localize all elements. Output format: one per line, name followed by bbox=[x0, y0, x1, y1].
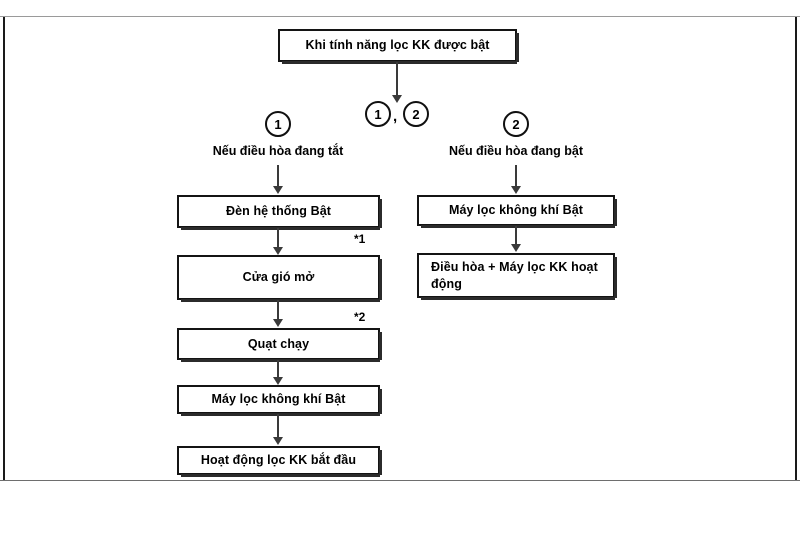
connector-left-3-4 bbox=[277, 360, 279, 378]
node-right-step-2: Điều hòa + Máy lọc KK hoạt động bbox=[417, 253, 617, 300]
node-start-box: Khi tính năng lọc KK được bật bbox=[278, 29, 519, 64]
node-start-label: Khi tính năng lọc KK được bật bbox=[305, 38, 490, 53]
branch-marker-circle-2: 2 bbox=[403, 101, 429, 127]
arrowhead-branch1-to-step1 bbox=[273, 186, 283, 194]
arrowhead-left-4-5 bbox=[273, 437, 283, 445]
box-shadow-right bbox=[379, 259, 382, 300]
box-shadow-bottom bbox=[421, 297, 615, 300]
arrowhead-left-1-2 bbox=[273, 247, 283, 255]
node-left-step-4: Máy lọc không khí Bật bbox=[177, 385, 382, 416]
node-right-step-2-label: Điều hòa + Máy lọc KK hoạt động bbox=[431, 259, 598, 291]
branch-marker-number-1: 1 bbox=[374, 106, 382, 122]
arrowhead-branch2-to-step1 bbox=[511, 186, 521, 194]
connector-left-1-2 bbox=[277, 228, 279, 248]
box-shadow-bottom bbox=[181, 359, 380, 362]
arrowhead-start-to-branch bbox=[392, 95, 402, 103]
node-right-step-1: Máy lọc không khí Bật bbox=[417, 195, 617, 228]
node-left-step-1-label: Đèn hệ thống Bật bbox=[225, 204, 332, 219]
box-shadow-bottom bbox=[181, 227, 380, 230]
branch-1-number: 1 bbox=[274, 116, 282, 132]
frame-right-border bbox=[795, 17, 797, 481]
node-left-step-5: Hoạt động lọc KK bắt đầu bbox=[177, 446, 382, 477]
box-shadow-right bbox=[379, 450, 382, 475]
note-marker-2: *2 bbox=[354, 310, 366, 324]
node-left-step-2-label: Cửa gió mở bbox=[242, 270, 315, 285]
connector-branch2-to-step1 bbox=[515, 165, 517, 187]
node-left-step-1: Đèn hệ thống Bật bbox=[177, 195, 382, 230]
branch-2-circle: 2 bbox=[503, 111, 529, 137]
frame-top-border bbox=[0, 16, 800, 17]
node-right-step-1-label: Máy lọc không khí Bật bbox=[448, 203, 584, 218]
box-shadow-right bbox=[379, 389, 382, 414]
node-left-step-3: Quạt chạy bbox=[177, 328, 382, 362]
box-shadow-right bbox=[379, 199, 382, 228]
branch-marker-comma: , bbox=[393, 108, 398, 125]
branch-2-number: 2 bbox=[512, 116, 520, 132]
node-left-step-4-label: Máy lọc không khí Bật bbox=[211, 392, 346, 407]
box-shadow-bottom bbox=[181, 474, 380, 477]
box-shadow-right bbox=[379, 332, 382, 360]
box-shadow-bottom bbox=[421, 225, 615, 228]
box-shadow-bottom bbox=[181, 413, 380, 416]
arrowhead-left-3-4 bbox=[273, 377, 283, 385]
node-left-step-2: Cửa gió mở bbox=[177, 255, 382, 302]
connector-start-to-branch bbox=[396, 62, 398, 96]
connector-left-2-3 bbox=[277, 300, 279, 320]
connector-right-1-2 bbox=[515, 226, 517, 245]
note-marker-1: *1 bbox=[354, 232, 366, 246]
frame-bottom-border bbox=[0, 480, 800, 481]
box-shadow-bottom bbox=[282, 61, 517, 64]
box-shadow-right bbox=[614, 257, 617, 298]
connector-branch1-to-step1 bbox=[277, 165, 279, 187]
arrowhead-left-2-3 bbox=[273, 319, 283, 327]
box-shadow-right bbox=[516, 33, 519, 62]
box-shadow-right bbox=[614, 199, 617, 226]
branch-2-condition-label: Nếu điều hòa đang bật bbox=[448, 144, 584, 158]
box-shadow-bottom bbox=[181, 299, 380, 302]
frame-left-border bbox=[3, 17, 5, 481]
connector-left-4-5 bbox=[277, 414, 279, 438]
branch-marker-number-2: 2 bbox=[412, 106, 420, 122]
node-left-step-5-label: Hoạt động lọc KK bắt đầu bbox=[200, 453, 357, 468]
branch-1-circle: 1 bbox=[265, 111, 291, 137]
node-left-step-3-label: Quạt chạy bbox=[247, 336, 310, 351]
branch-1-condition-label: Nếu điều hòa đang tắt bbox=[212, 144, 344, 158]
branch-marker-circle-1: 1 bbox=[365, 101, 391, 127]
arrowhead-right-1-2 bbox=[511, 244, 521, 252]
